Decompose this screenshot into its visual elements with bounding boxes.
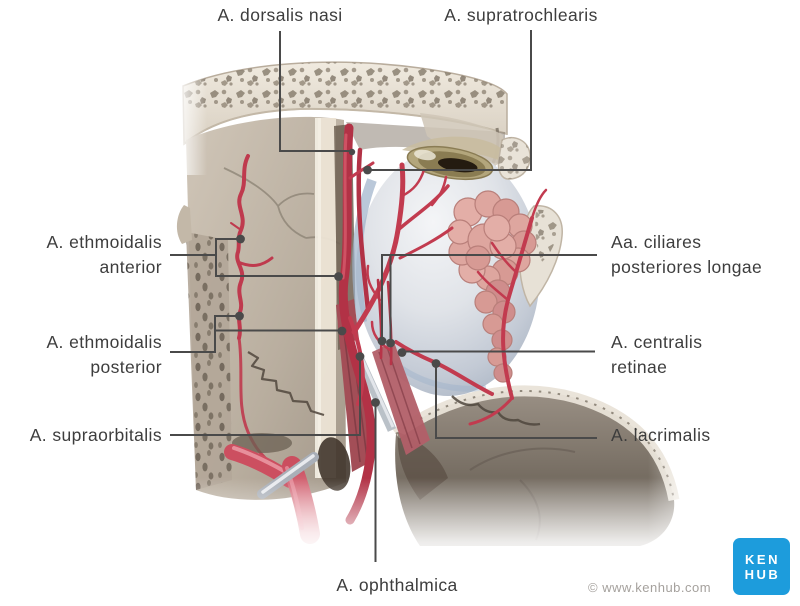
- leader-dorsalis-nasi: [279, 31, 356, 156]
- leader-ciliares-posteriores-longae: [377, 254, 597, 348]
- label-supraorbitalis: A. supraorbitalis: [29, 425, 162, 445]
- label-ciliares-posteriores-longae: Aa. ciliares posteriores longae: [611, 230, 762, 280]
- label-ethmoidalis-anterior: A. ethmoidalis anterior: [46, 230, 162, 280]
- leader-ethmoidalis-anterior: [170, 234, 343, 281]
- label-line: A. ethmoidalis: [46, 332, 162, 352]
- leader-ethmoidalis-posterior: [170, 311, 347, 353]
- leader-lines: [170, 30, 597, 562]
- kenhub-logo-line: HUB: [744, 566, 781, 582]
- leader-supratrochlearis: [363, 30, 532, 175]
- label-dorsalis-nasi: A. dorsalis nasi: [217, 5, 343, 25]
- label-lacrimalis: A. lacrimalis: [611, 425, 711, 445]
- leader-lacrimalis: [431, 359, 597, 439]
- label-line: posterior: [90, 357, 162, 377]
- label-line: anterior: [99, 257, 162, 277]
- leader-ophthalmica: [371, 398, 380, 562]
- fade-overlays: [175, 55, 733, 570]
- label-ophthalmica: A. ophthalmica: [336, 575, 458, 595]
- label-line: A. centralis: [611, 332, 703, 352]
- label-line: Aa. ciliares: [611, 232, 702, 252]
- copyright-text: © www.kenhub.com: [588, 580, 712, 595]
- label-line: retinae: [611, 357, 668, 377]
- label-centralis-retinae: A. centralis retinae: [611, 330, 702, 380]
- label-supratrochlearis: A. supratrochlearis: [444, 5, 598, 25]
- leader-centralis-retinae: [397, 348, 595, 357]
- label-line: posteriores longae: [611, 257, 763, 277]
- leader-supraorbitalis: [170, 352, 365, 436]
- label-ethmoidalis-posterior: A. ethmoidalis posterior: [46, 330, 162, 380]
- kenhub-logo: KEN HUB: [733, 538, 790, 595]
- label-line: A. ethmoidalis: [46, 232, 162, 252]
- kenhub-logo-line: KEN: [745, 551, 780, 567]
